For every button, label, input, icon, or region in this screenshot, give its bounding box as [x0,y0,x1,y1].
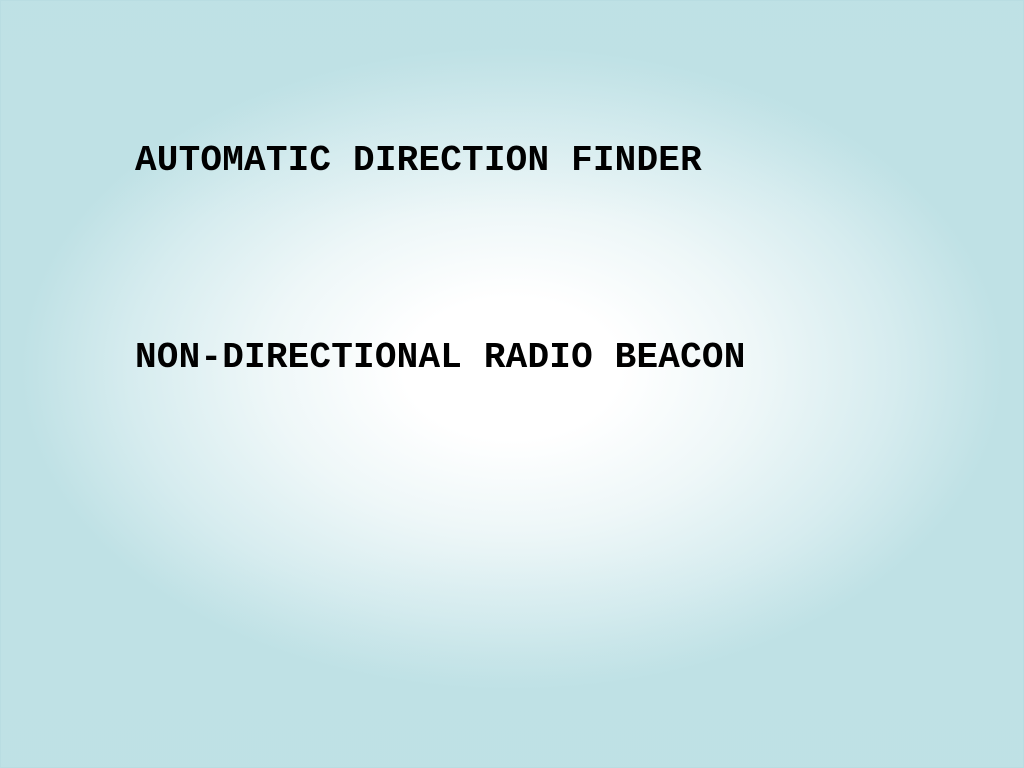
slide-heading-ndb: NON-DIRECTIONAL RADIO BEACON [135,337,746,378]
slide-heading-adf: AUTOMATIC DIRECTION FINDER [135,140,702,181]
